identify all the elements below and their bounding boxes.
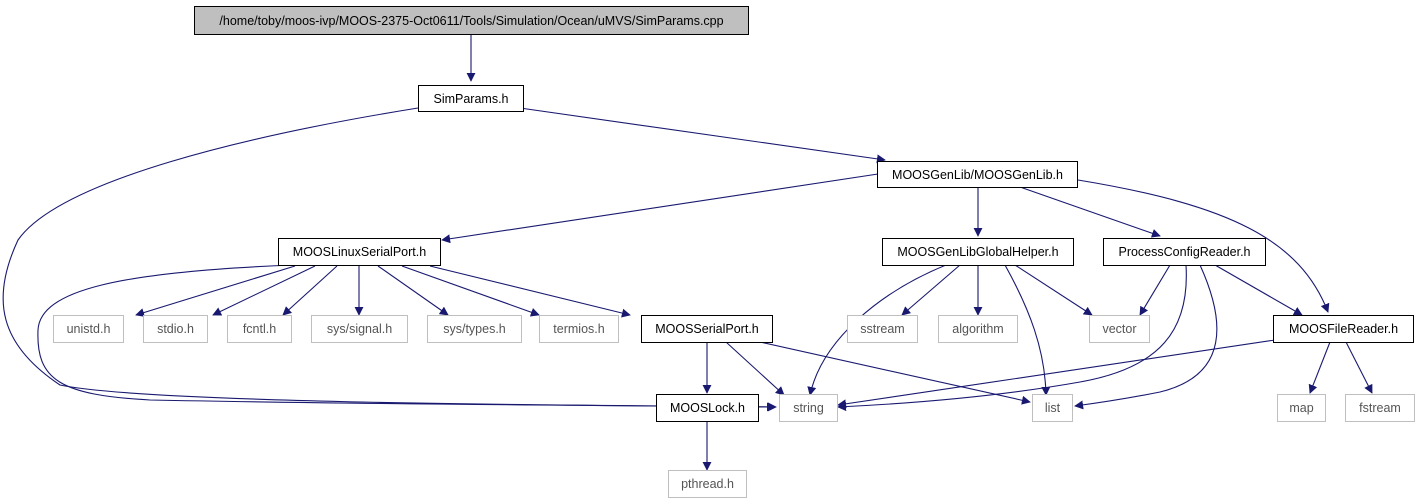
edge-moosgenlib-to-filereader — [1077, 179, 1330, 313]
edge-linuxserialport-to-stdio — [212, 265, 316, 316]
edge-processconfigreader-to-list — [1074, 264, 1218, 410]
node-moos-lock-h[interactable]: MOOSLock.h — [656, 394, 759, 422]
node-sys-signal-h: sys/signal.h — [311, 315, 408, 343]
edge-filereader-to-fstream — [1345, 341, 1373, 394]
svg-text:pthread.h: pthread.h — [681, 477, 734, 491]
edge-processconfigreader-to-filereader — [1214, 264, 1303, 316]
edge-globalhelper-to-vector — [1014, 264, 1093, 316]
node-string: string — [779, 394, 838, 422]
svg-text:unistd.h: unistd.h — [67, 322, 111, 336]
edge-linuxserialport-to-termios — [401, 265, 540, 317]
svg-text:MOOSGenLib/MOOSGenLib.h: MOOSGenLib/MOOSGenLib.h — [892, 168, 1063, 182]
node-moosgenlib-global-helper-h[interactable]: MOOSGenLibGlobalHelper.h — [882, 238, 1074, 266]
node-algorithm: algorithm — [938, 315, 1018, 343]
edge-serialport-to-string — [725, 341, 785, 396]
svg-text:MOOSFileReader.h: MOOSFileReader.h — [1289, 322, 1398, 336]
svg-text:map: map — [1289, 401, 1313, 415]
edge-linuxserialport-to-unistd — [135, 265, 296, 317]
edge-globalhelper-to-list — [1004, 264, 1051, 396]
svg-text:sys/signal.h: sys/signal.h — [327, 322, 392, 336]
svg-text:sstream: sstream — [860, 322, 904, 336]
edge-filereader-to-string — [837, 339, 1276, 409]
node-sys-types-h: sys/types.h — [427, 315, 522, 343]
edge-serialport-to-list — [759, 341, 1031, 405]
node-list: list — [1032, 394, 1073, 422]
edge-filereader-to-map — [1308, 341, 1331, 394]
node-fstream: fstream — [1345, 394, 1415, 422]
node-unistd-h: unistd.h — [53, 315, 124, 343]
node-vector: vector — [1089, 315, 1150, 343]
edge-moosgenlib-to-linuxserialport — [441, 173, 879, 244]
svg-text:algorithm: algorithm — [952, 322, 1003, 336]
edge-simparams-to-string — [2, 107, 776, 412]
node-root-source-file: /home/toby/moos-ivp/MOOS-2375-Oct0611/To… — [194, 6, 749, 35]
svg-text:vector: vector — [1102, 322, 1136, 336]
svg-text:string: string — [793, 401, 824, 415]
svg-text:ProcessConfigReader.h: ProcessConfigReader.h — [1118, 245, 1250, 259]
svg-text:SimParams.h: SimParams.h — [433, 92, 508, 106]
svg-text:termios.h: termios.h — [553, 322, 604, 336]
edge-linuxserialport-to-serialport — [429, 265, 631, 318]
svg-text:MOOSGenLibGlobalHelper.h: MOOSGenLibGlobalHelper.h — [897, 245, 1058, 259]
svg-text:/home/toby/moos-ivp/MOOS-2375-: /home/toby/moos-ivp/MOOS-2375-Oct0611/To… — [219, 14, 723, 28]
edge-linuxserialport-to-string — [37, 264, 777, 412]
svg-text:sys/types.h: sys/types.h — [443, 322, 506, 336]
svg-text:stdio.h: stdio.h — [157, 322, 194, 336]
node-moos-serial-port-h[interactable]: MOOSSerialPort.h — [641, 315, 773, 343]
node-moos-file-reader-h[interactable]: MOOSFileReader.h — [1273, 315, 1414, 343]
edge-linuxserialport-to-fcntl — [282, 265, 338, 316]
node-sstream: sstream — [847, 315, 918, 343]
edge-linuxserialport-to-sys-types — [377, 265, 449, 316]
node-pthread-h: pthread.h — [668, 470, 747, 498]
edge-globalhelper-to-sstream — [901, 264, 961, 316]
node-fcntl-h: fcntl.h — [227, 315, 292, 343]
node-process-config-reader-h[interactable]: ProcessConfigReader.h — [1103, 238, 1266, 266]
svg-text:MOOSLock.h: MOOSLock.h — [670, 401, 745, 415]
svg-text:fstream: fstream — [1359, 401, 1401, 415]
svg-text:list: list — [1045, 401, 1061, 415]
edge-processconfigreader-to-string — [837, 264, 1187, 412]
node-map: map — [1277, 394, 1326, 422]
edge-simparams-to-moosgenlib — [519, 107, 886, 164]
node-moosgenlib-h[interactable]: MOOSGenLib/MOOSGenLib.h — [877, 161, 1078, 188]
edge-moosgenlib-to-processconfigreader — [1019, 186, 1161, 238]
node-stdio-h: stdio.h — [143, 315, 208, 343]
svg-text:MOOSSerialPort.h: MOOSSerialPort.h — [655, 322, 759, 336]
node-termios-h: termios.h — [539, 315, 619, 343]
svg-text:fcntl.h: fcntl.h — [243, 322, 276, 336]
node-moos-linux-serial-port-h[interactable]: MOOSLinuxSerialPort.h — [278, 238, 441, 266]
edge-processconfigreader-to-vector — [1139, 264, 1171, 316]
node-simparams-h[interactable]: SimParams.h — [418, 85, 524, 112]
svg-text:MOOSLinuxSerialPort.h: MOOSLinuxSerialPort.h — [293, 245, 426, 259]
